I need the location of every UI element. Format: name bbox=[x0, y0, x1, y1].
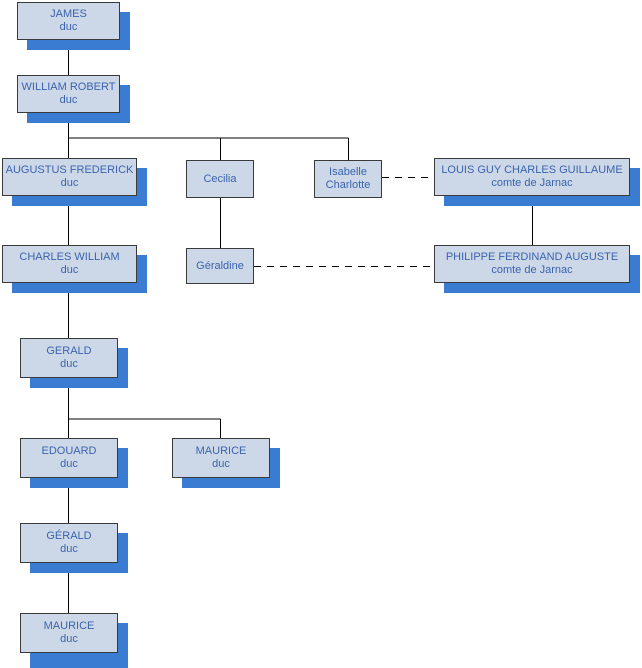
person-name: EDOUARD bbox=[41, 445, 97, 458]
person-name: LOUIS GUY CHARLES GUILLAUME bbox=[441, 164, 623, 177]
person-node-maurice-sibling[interactable]: MAURICE duc bbox=[172, 438, 270, 478]
person-node-augustus-frederick[interactable]: AUGUSTUS FREDERICK duc bbox=[2, 158, 137, 196]
person-title: duc bbox=[60, 177, 79, 189]
person-title: duc bbox=[212, 458, 230, 470]
person-name: AUGUSTUS FREDERICK bbox=[5, 164, 134, 177]
person-node-isabelle-charlotte[interactable]: Isabelle Charlotte bbox=[314, 160, 382, 198]
person-node-gerald[interactable]: GERALD duc bbox=[20, 338, 118, 378]
person-title: duc bbox=[60, 633, 78, 645]
person-title: Charlotte bbox=[325, 179, 371, 191]
person-node-edouard[interactable]: EDOUARD duc bbox=[20, 438, 118, 478]
person-node-maurice[interactable]: MAURICE duc bbox=[20, 613, 118, 653]
person-node-gerald-accented[interactable]: GÉRALD duc bbox=[20, 523, 118, 563]
person-node-cecilia[interactable]: Cecilia bbox=[186, 160, 254, 198]
person-title: duc bbox=[60, 264, 79, 276]
person-node-william-robert[interactable]: WILLIAM ROBERT duc bbox=[17, 75, 120, 113]
person-name: MAURICE bbox=[195, 445, 247, 458]
person-name: GÉRALD bbox=[46, 530, 92, 543]
person-name: JAMES bbox=[50, 8, 87, 21]
person-name: Cecilia bbox=[203, 172, 237, 185]
person-name: CHARLES WILLIAM bbox=[19, 251, 120, 264]
person-node-geraldine[interactable]: Géraldine bbox=[186, 248, 254, 284]
person-title: duc bbox=[60, 358, 78, 370]
person-title: duc bbox=[59, 21, 78, 33]
person-node-louis-guy-charles-guillaume[interactable]: LOUIS GUY CHARLES GUILLAUME comte de Jar… bbox=[434, 158, 630, 196]
person-node-james[interactable]: JAMES duc bbox=[17, 2, 120, 40]
person-name: WILLIAM ROBERT bbox=[21, 81, 116, 94]
person-name: PHILIPPE FERDINAND AUGUSTE bbox=[445, 251, 619, 264]
person-title: duc bbox=[60, 458, 78, 470]
person-title: comte de Jarnac bbox=[491, 177, 573, 189]
person-node-charles-william[interactable]: CHARLES WILLIAM duc bbox=[2, 245, 137, 283]
person-node-philippe-ferdinand-auguste[interactable]: PHILIPPE FERDINAND AUGUSTE comte de Jarn… bbox=[434, 245, 630, 283]
person-title: comte de Jarnac bbox=[491, 264, 573, 276]
person-name: Isabelle bbox=[329, 166, 367, 179]
person-name: Géraldine bbox=[196, 259, 244, 272]
person-name: MAURICE bbox=[43, 620, 95, 633]
person-title: duc bbox=[59, 94, 78, 106]
person-name: GERALD bbox=[46, 345, 92, 358]
person-title: duc bbox=[60, 543, 78, 555]
